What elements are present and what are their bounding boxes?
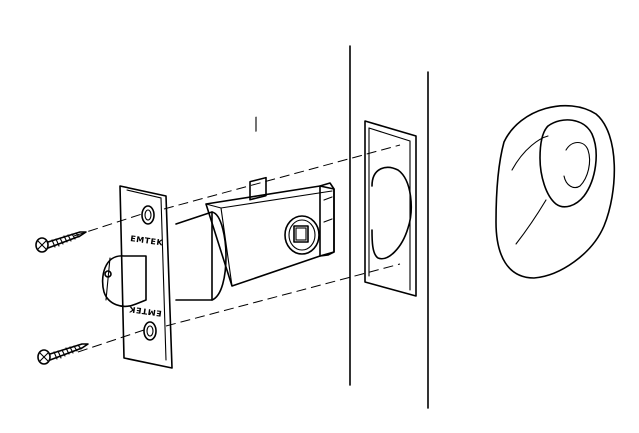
latch-bolt xyxy=(101,255,147,308)
screw-bottom xyxy=(37,343,89,365)
mortise-plate xyxy=(364,120,417,297)
brand-label-bottom: EMTEK xyxy=(128,304,162,318)
brand-label-top: EMTEK xyxy=(130,234,164,248)
screw-top xyxy=(35,231,87,253)
door-edge xyxy=(349,45,429,409)
alignment-lines xyxy=(73,144,401,353)
bore-hole xyxy=(495,105,616,279)
latch-body xyxy=(175,116,335,301)
